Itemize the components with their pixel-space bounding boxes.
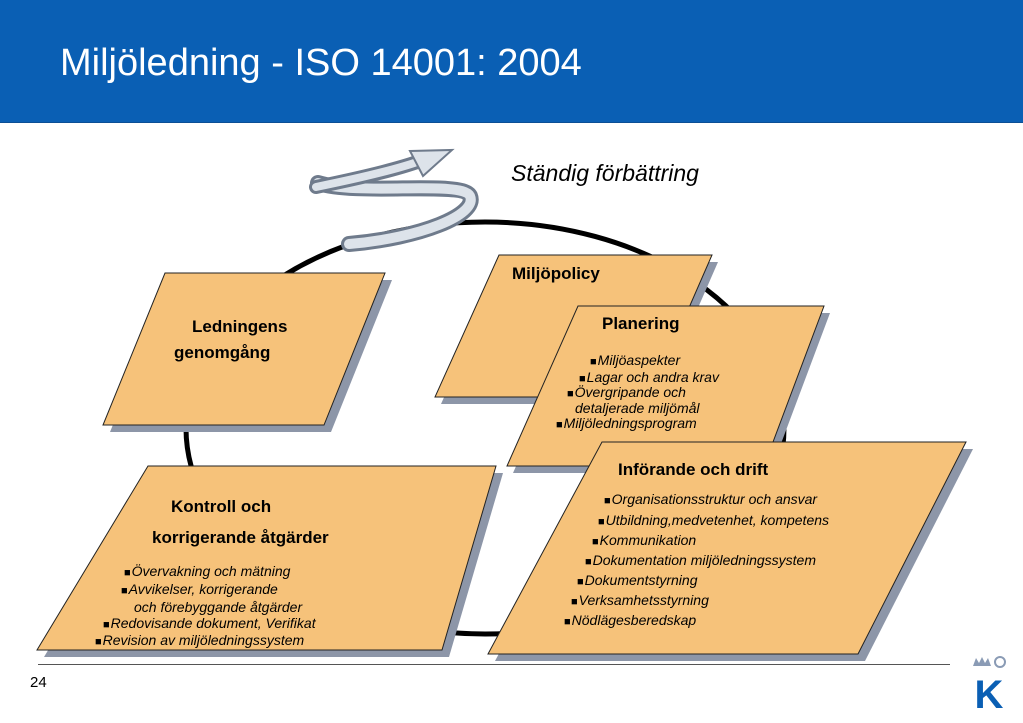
implementation-item: Utbildning,medvetenhet, kompetens bbox=[598, 512, 829, 530]
planning-item: Övergripande och bbox=[567, 384, 686, 402]
control-item: Övervakning och mätning bbox=[124, 563, 291, 581]
review-title-line1: Ledningens bbox=[192, 317, 288, 336]
cycle-arrow-icon bbox=[309, 148, 479, 252]
crown-icon bbox=[973, 656, 1006, 668]
review-box bbox=[102, 272, 392, 432]
implementation-item: Verksamhetsstyrning bbox=[571, 592, 709, 610]
policy-title: Miljöpolicy bbox=[512, 264, 600, 283]
implementation-item: Kommunikation bbox=[592, 532, 697, 550]
footer-divider bbox=[38, 664, 950, 665]
logo: K bbox=[973, 656, 1006, 712]
control-item: och förebyggande åtgärder bbox=[134, 599, 303, 615]
planning-title: Planering bbox=[602, 314, 680, 333]
implementation-item: Nödlägesberedskap bbox=[564, 612, 697, 630]
logo-letter: K bbox=[975, 673, 1004, 712]
control-item: Redovisande dokument, Verifikat bbox=[103, 615, 316, 633]
planning-item: detaljerade miljömål bbox=[575, 400, 700, 416]
control-title-line1: Kontroll och bbox=[171, 497, 272, 516]
implementation-item: Dokumentstyrning bbox=[577, 572, 698, 590]
planning-item: Miljöaspekter bbox=[590, 352, 680, 370]
implementation-item: Dokumentation miljöledningssystem bbox=[585, 552, 816, 570]
header-bar bbox=[0, 0, 1023, 123]
implementation-item: Organisationsstruktur och ansvar bbox=[604, 491, 817, 509]
planning-item: Lagar och andra krav bbox=[579, 369, 719, 387]
planning-item: Miljöledningsprogram bbox=[556, 415, 697, 433]
control-item: Avvikelser, korrigerande bbox=[121, 581, 278, 599]
page-number: 24 bbox=[30, 674, 47, 691]
page-title: Miljöledning - ISO 14001: 2004 bbox=[60, 42, 582, 84]
continual-improvement-label: Ständig förbättring bbox=[511, 160, 699, 186]
review-title-line2: genomgång bbox=[174, 343, 271, 362]
control-title-line2: korrigerande åtgärder bbox=[152, 528, 329, 547]
control-item: Revision av miljöledningssystem bbox=[95, 632, 305, 650]
implementation-title: Införande och drift bbox=[618, 460, 769, 479]
